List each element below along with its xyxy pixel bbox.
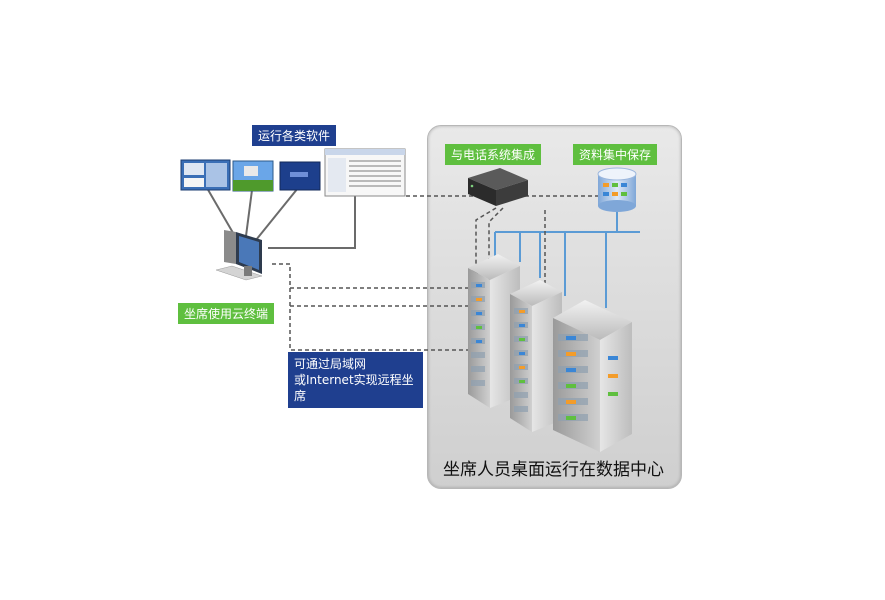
remote-access-note: 可通过局域网 或Internet实现远程坐席 — [288, 352, 423, 408]
thin-client-label: 坐席使用云终端 — [178, 303, 275, 324]
software-screens — [180, 148, 406, 197]
storage-cylinder — [597, 167, 637, 212]
thin-client-pc — [215, 230, 263, 281]
software-links — [206, 187, 356, 249]
datacenter-caption: 坐席人员桌面运行在数据中心 — [443, 460, 664, 480]
data-storage-label: 资料集中保存 — [573, 144, 658, 165]
phone-integration-label: 与电话系统集成 — [445, 144, 542, 165]
phone-system-box — [468, 168, 528, 206]
server-racks — [468, 254, 632, 452]
remote-access-line-1: 可通过局域网 — [294, 357, 367, 371]
rack-indicators — [476, 284, 618, 420]
run-software-label: 运行各类软件 — [252, 125, 337, 146]
remote-access-line-2: 或Internet实现远程坐席 — [294, 373, 414, 403]
